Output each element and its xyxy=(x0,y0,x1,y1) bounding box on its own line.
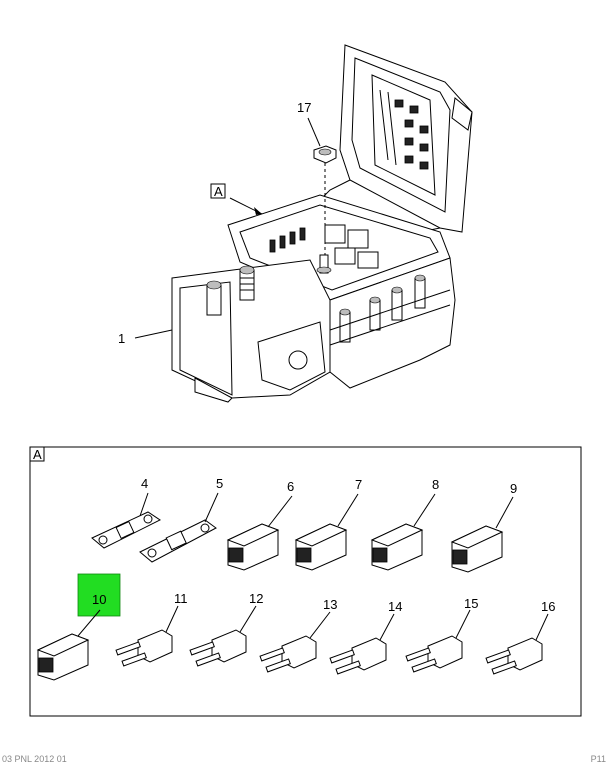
cartridge-fuse-7 xyxy=(294,493,359,571)
callout-10: 10 xyxy=(92,592,106,607)
cartridge-fuse-8 xyxy=(370,493,436,571)
footer-page: P11 xyxy=(590,754,606,764)
detail-a-tag-label: A xyxy=(33,447,42,462)
callout-8: 8 xyxy=(432,477,439,492)
detail-a-frame xyxy=(29,446,582,717)
callout-6: 6 xyxy=(287,479,294,494)
cartridge-fuse-6 xyxy=(226,495,293,571)
blade-fuse-12 xyxy=(189,605,257,667)
callout-14: 14 xyxy=(388,599,402,614)
detail-ref-box xyxy=(210,183,226,199)
callout-5: 5 xyxy=(216,476,223,491)
strip-fuse-4 xyxy=(91,492,161,549)
cartridge-fuse-9 xyxy=(450,496,514,573)
fuse-box-assembly xyxy=(134,44,473,403)
cartridge-fuse-10 xyxy=(36,609,101,681)
blade-fuse-16 xyxy=(485,613,549,675)
callout-17: 17 xyxy=(297,100,311,115)
highlight-box xyxy=(77,573,121,617)
strip-fuse-5 xyxy=(139,492,219,563)
fuse-box-housing xyxy=(171,194,456,403)
callout-11: 11 xyxy=(174,591,188,606)
callout-4: 4 xyxy=(141,476,148,491)
callout-12: 12 xyxy=(249,591,263,606)
fuse-box-lid xyxy=(339,44,473,233)
footer-code: 03 PNL 2012 01 xyxy=(2,754,67,764)
callout-15: 15 xyxy=(464,596,478,611)
callout-16: 16 xyxy=(541,599,555,614)
nut-17 xyxy=(313,145,337,164)
blade-fuse-15 xyxy=(405,609,471,673)
callout-9: 9 xyxy=(510,481,517,496)
blade-fuse-13 xyxy=(259,611,331,673)
detail-a-tag xyxy=(29,446,45,462)
callout-1: 1 xyxy=(118,331,125,346)
callout-7: 7 xyxy=(355,477,362,492)
callout-13: 13 xyxy=(323,597,337,612)
blade-fuse-11 xyxy=(115,605,179,667)
detail-ref-label: A xyxy=(214,184,223,199)
blade-fuse-14 xyxy=(329,613,395,675)
